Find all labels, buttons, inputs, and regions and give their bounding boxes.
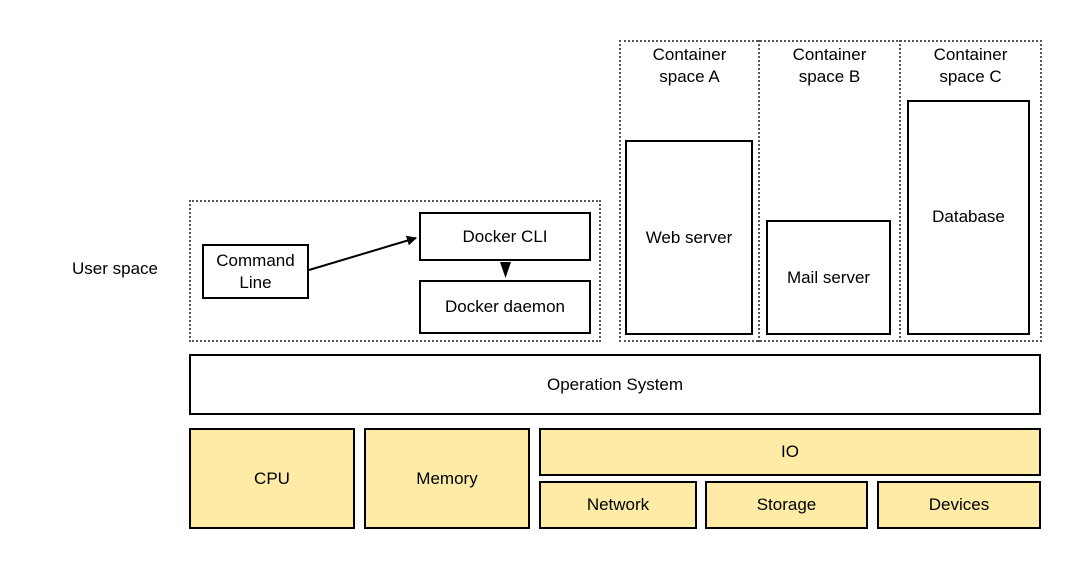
- operating-system-box: Operation System: [189, 354, 1041, 415]
- cli-to-daemon-arrow: [500, 262, 511, 278]
- docker-daemon-box: Docker daemon: [419, 280, 591, 334]
- docker-tools-group: [189, 200, 601, 342]
- web-server-box: Web server: [625, 140, 753, 335]
- command-line-box: Command Line: [202, 244, 309, 299]
- container-divider: [899, 40, 901, 342]
- user-space-label: User space: [72, 259, 158, 278]
- command-to-cli-arrow: [308, 235, 417, 271]
- docker-cli-box: Docker CLI: [419, 212, 591, 261]
- container-region: [619, 40, 1042, 342]
- container-c-title: Container space C: [933, 45, 1008, 86]
- memory-box: Memory: [364, 428, 530, 529]
- devices-box: Devices: [877, 481, 1041, 529]
- container-b-title: Container space B: [792, 45, 867, 86]
- network-box: Network: [539, 481, 697, 529]
- io-box: IO: [539, 428, 1041, 476]
- container-a-title: Container space A: [652, 45, 727, 86]
- container-divider: [758, 40, 760, 342]
- cpu-box: CPU: [189, 428, 355, 529]
- mail-server-box: Mail server: [766, 220, 891, 335]
- database-box: Database: [907, 100, 1030, 335]
- storage-box: Storage: [705, 481, 868, 529]
